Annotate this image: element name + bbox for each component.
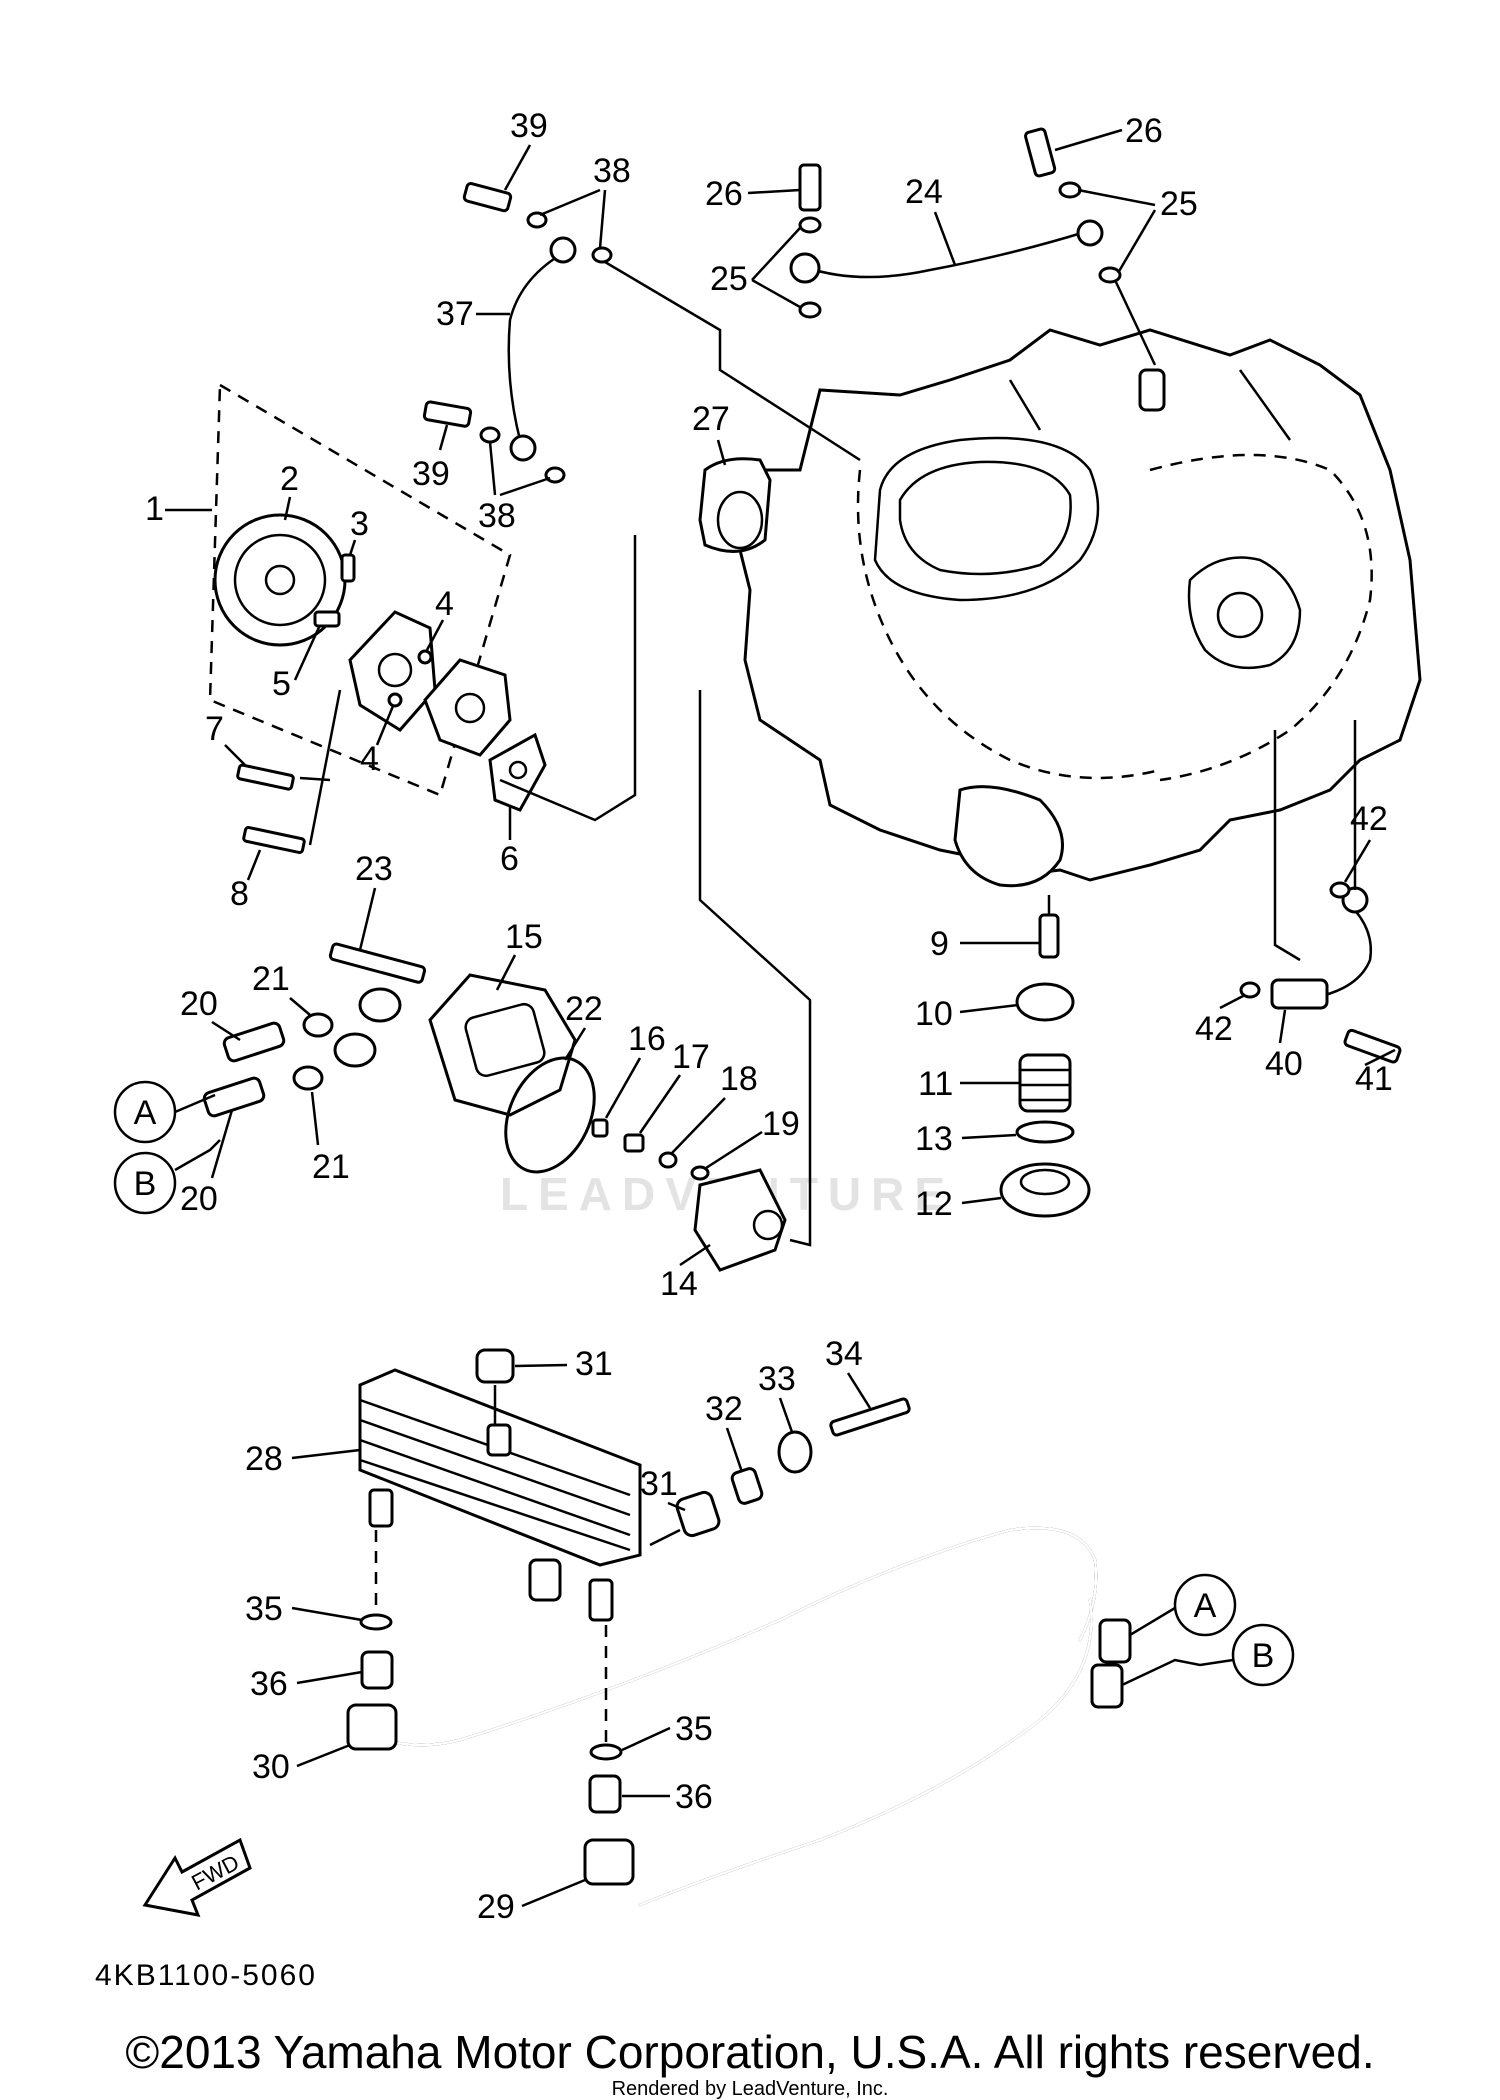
callout-15: 15 xyxy=(505,918,543,956)
callout-33: 33 xyxy=(758,1360,796,1398)
callout-21: 21 xyxy=(312,1148,350,1186)
callout-30: 30 xyxy=(252,1748,290,1786)
callout-36: 36 xyxy=(675,1778,713,1816)
callout-10: 10 xyxy=(915,995,953,1033)
connector-markers: A B A B xyxy=(113,1080,1295,1687)
pump-bolts xyxy=(236,689,342,855)
callout-18: 18 xyxy=(720,1060,758,1098)
oil-feed-pipe xyxy=(789,127,1157,366)
callout-12: 12 xyxy=(915,1185,953,1223)
drive-gear xyxy=(698,457,772,553)
callout-24: 24 xyxy=(905,173,943,211)
dowel-pin xyxy=(1138,368,1166,412)
callout-25: 25 xyxy=(1160,185,1198,223)
callout-29: 29 xyxy=(477,1888,515,1926)
callout-31: 31 xyxy=(575,1345,613,1383)
oil-cooler xyxy=(358,1348,911,1622)
callout-20: 20 xyxy=(180,1180,218,1218)
callout-35: 35 xyxy=(245,1590,283,1628)
callout-20: 20 xyxy=(180,985,218,1023)
callout-35: 35 xyxy=(675,1710,713,1748)
callout-1: 1 xyxy=(145,490,164,528)
callout-17: 17 xyxy=(672,1038,710,1076)
callout-36: 36 xyxy=(250,1665,288,1703)
callout-23: 23 xyxy=(355,850,393,888)
callout-37: 37 xyxy=(436,295,474,333)
callouts: 39 38 37 39 38 26 26 24 25 25 27 1 2 3 4… xyxy=(145,107,1396,1926)
callout-28: 28 xyxy=(245,1440,283,1478)
callout-4: 4 xyxy=(360,740,379,778)
callout-6: 6 xyxy=(500,840,519,878)
callout-5: 5 xyxy=(272,665,291,703)
connector-b-left: B xyxy=(134,1165,157,1203)
callout-25: 25 xyxy=(710,260,748,298)
callout-13: 13 xyxy=(915,1120,953,1158)
callout-34: 34 xyxy=(825,1335,863,1373)
forward-direction-arrow: FWD xyxy=(142,1837,252,1917)
callout-19: 19 xyxy=(762,1105,800,1143)
callout-38: 38 xyxy=(478,497,516,535)
callout-27: 27 xyxy=(692,400,730,438)
copyright-notice: ©2013 Yamaha Motor Corporation, U.S.A. A… xyxy=(125,2026,1375,2078)
oil-filter-housing xyxy=(202,535,812,1272)
callout-42: 42 xyxy=(1350,800,1388,838)
callout-39: 39 xyxy=(510,107,548,145)
callout-4: 4 xyxy=(435,585,454,623)
callout-9: 9 xyxy=(930,925,949,963)
connector-a-left: A xyxy=(134,1094,157,1132)
crankcase xyxy=(733,328,1422,888)
callout-14: 14 xyxy=(660,1265,698,1303)
callout-39: 39 xyxy=(412,455,450,493)
oil-cooler-hoses xyxy=(346,1526,1132,1907)
callout-7: 7 xyxy=(205,710,224,748)
drain-plug-stack xyxy=(999,895,1091,1218)
callout-40: 40 xyxy=(1265,1045,1303,1083)
callout-11: 11 xyxy=(918,1065,953,1103)
rendered-by-note: Rendered by LeadVenture, Inc. xyxy=(611,2078,889,2100)
oil-pump-assembly xyxy=(208,383,547,812)
oil-delivery-pipe xyxy=(422,182,861,484)
callout-22: 22 xyxy=(565,990,603,1028)
callout-26: 26 xyxy=(705,175,743,213)
connector-b-right: B xyxy=(1252,1637,1275,1675)
callout-8: 8 xyxy=(230,875,249,913)
callout-21: 21 xyxy=(252,960,290,998)
callout-26: 26 xyxy=(1125,112,1163,150)
diagram-code: 4KB1100-5060 xyxy=(95,1959,317,1992)
callout-32: 32 xyxy=(705,1390,743,1428)
callout-3: 3 xyxy=(350,505,369,543)
callout-2: 2 xyxy=(280,460,299,498)
callout-38: 38 xyxy=(593,152,631,190)
callout-16: 16 xyxy=(628,1020,666,1058)
callout-42: 42 xyxy=(1195,1010,1233,1048)
connector-a-right: A xyxy=(1194,1587,1217,1625)
callout-41: 41 xyxy=(1355,1060,1393,1098)
callout-31: 31 xyxy=(640,1465,678,1503)
